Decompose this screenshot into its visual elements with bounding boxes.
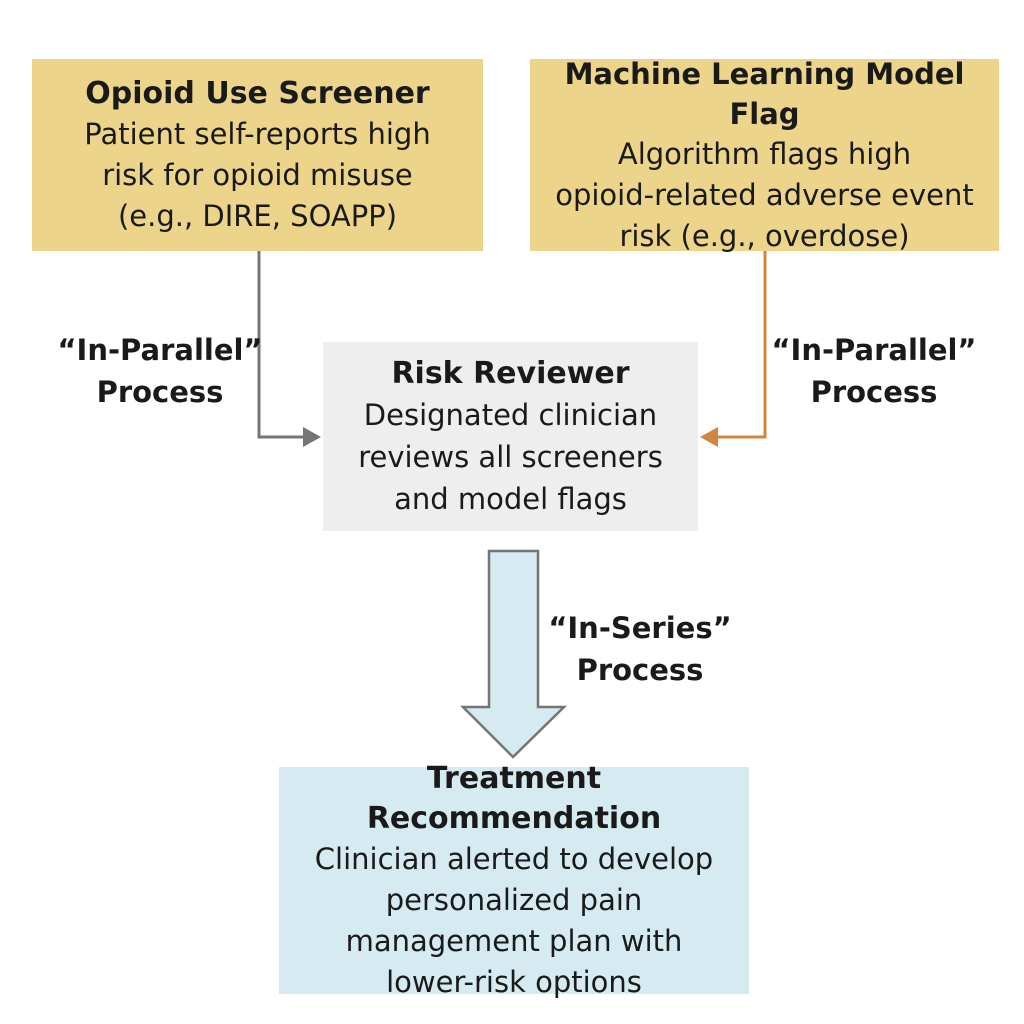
screener-line-3: (e.g., DIRE, SOAPP) [117, 198, 398, 233]
risk-reviewer-box: Risk Reviewer Designated clinician revie… [323, 342, 698, 531]
ml-flag-line-2: opioid-related adverse event [555, 177, 974, 212]
series-label-line-1: “In-Series” [548, 611, 732, 645]
screener-line-1: Patient self-reports high [84, 116, 431, 151]
left-label-line-2: Process [96, 375, 224, 409]
left-in-parallel-label: “In-Parallel” Process [40, 329, 280, 413]
treatment-recommendation-box: Treatment Recommendation Clinician alert… [279, 761, 749, 999]
screener-title: Opioid Use Screener [85, 75, 430, 111]
left-label-line-1: “In-Parallel” [57, 333, 263, 367]
left-connector-arrow [257, 251, 303, 439]
ml-model-flag-box: Machine Learning Model Flag Algorithm fl… [530, 57, 999, 253]
right-label-line-2: Process [810, 375, 938, 409]
screener-line-2: risk for opioid misuse [102, 157, 413, 192]
in-series-label: “In-Series” Process [525, 607, 755, 691]
treatment-line-2: personalized pain [385, 882, 643, 917]
reviewer-line-3: and model flags [394, 481, 627, 516]
reviewer-line-2: reviews all screeners [358, 439, 663, 474]
ml-flag-line-3: risk (e.g., overdose) [619, 218, 910, 253]
right-arrowhead [700, 427, 718, 447]
right-in-parallel-label: “In-Parallel” Process [754, 329, 994, 413]
treatment-line-4: lower-risk options [386, 964, 642, 999]
treatment-line-3: management plan with [345, 923, 683, 958]
right-label-line-1: “In-Parallel” [771, 333, 977, 367]
treatment-title: Treatment Recommendation [366, 760, 662, 836]
reviewer-line-1: Designated clinician [363, 397, 658, 432]
treatment-line-1: Clinician alerted to develop [314, 841, 714, 876]
series-label-line-2: Process [576, 653, 704, 687]
opioid-use-screener-box: Opioid Use Screener Patient self-reports… [32, 59, 483, 251]
ml-flag-line-1: Algorithm flags high [617, 136, 912, 171]
left-arrowhead [303, 427, 321, 447]
right-connector-arrow [718, 251, 767, 439]
ml-flag-title: Machine Learning Model Flag [564, 56, 965, 131]
in-series-down-arrow [459, 549, 568, 759]
reviewer-title: Risk Reviewer [391, 355, 630, 391]
